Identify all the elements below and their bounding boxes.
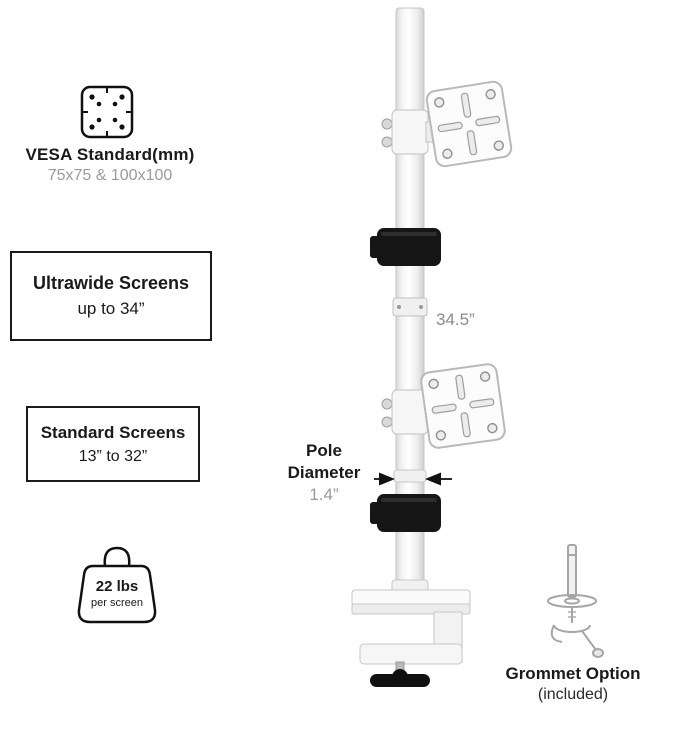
pole-joint-collar (392, 297, 428, 317)
standard-line2: 13” to 32” (78, 447, 148, 465)
pole-joint-collar (393, 469, 427, 483)
upper-cable-clamp (370, 228, 441, 266)
pole-height-label: 34.5” (436, 310, 475, 329)
lower-vesa-plate (420, 363, 506, 449)
lower-vesa-bracket (381, 363, 506, 449)
vesa-plate-icon (80, 85, 134, 139)
pole-diameter-value: 1.4” (309, 485, 339, 504)
lower-cable-clamp (370, 494, 441, 532)
desk-clamp-base (351, 579, 471, 687)
weight-bag-icon (77, 546, 157, 624)
pole-diameter-arrows (374, 472, 452, 486)
top-vesa-bracket (381, 80, 513, 168)
standard-screens-callout: Standard Screens 13” to 32” (26, 406, 200, 482)
vesa-title: VESA Standard(mm) (25, 145, 195, 164)
weight-capacity-value: 22 lbs (95, 578, 139, 595)
top-vesa-plate (425, 80, 513, 168)
grommet-option-title: Grommet Option (505, 664, 641, 683)
ultrawide-line2: up to 34” (77, 299, 145, 318)
ultrawide-line1: Ultrawide Screens (32, 273, 190, 293)
grommet-mount-icon (547, 544, 604, 658)
vesa-subtitle: 75x75 & 100x100 (47, 167, 173, 184)
pole-diameter-word2: Diameter (287, 463, 361, 482)
pole-diameter-callout: Pole Diameter 1.4” (276, 440, 372, 506)
pole (392, 7, 428, 599)
clamp-knob (370, 669, 430, 687)
weight-capacity-unit: per screen (91, 597, 143, 609)
ultrawide-screens-callout: Ultrawide Screens up to 34” (10, 251, 212, 341)
pole-diameter-word1: Pole (306, 441, 342, 460)
grommet-option-subtitle: (included) (537, 686, 609, 703)
standard-line1: Standard Screens (40, 422, 186, 442)
